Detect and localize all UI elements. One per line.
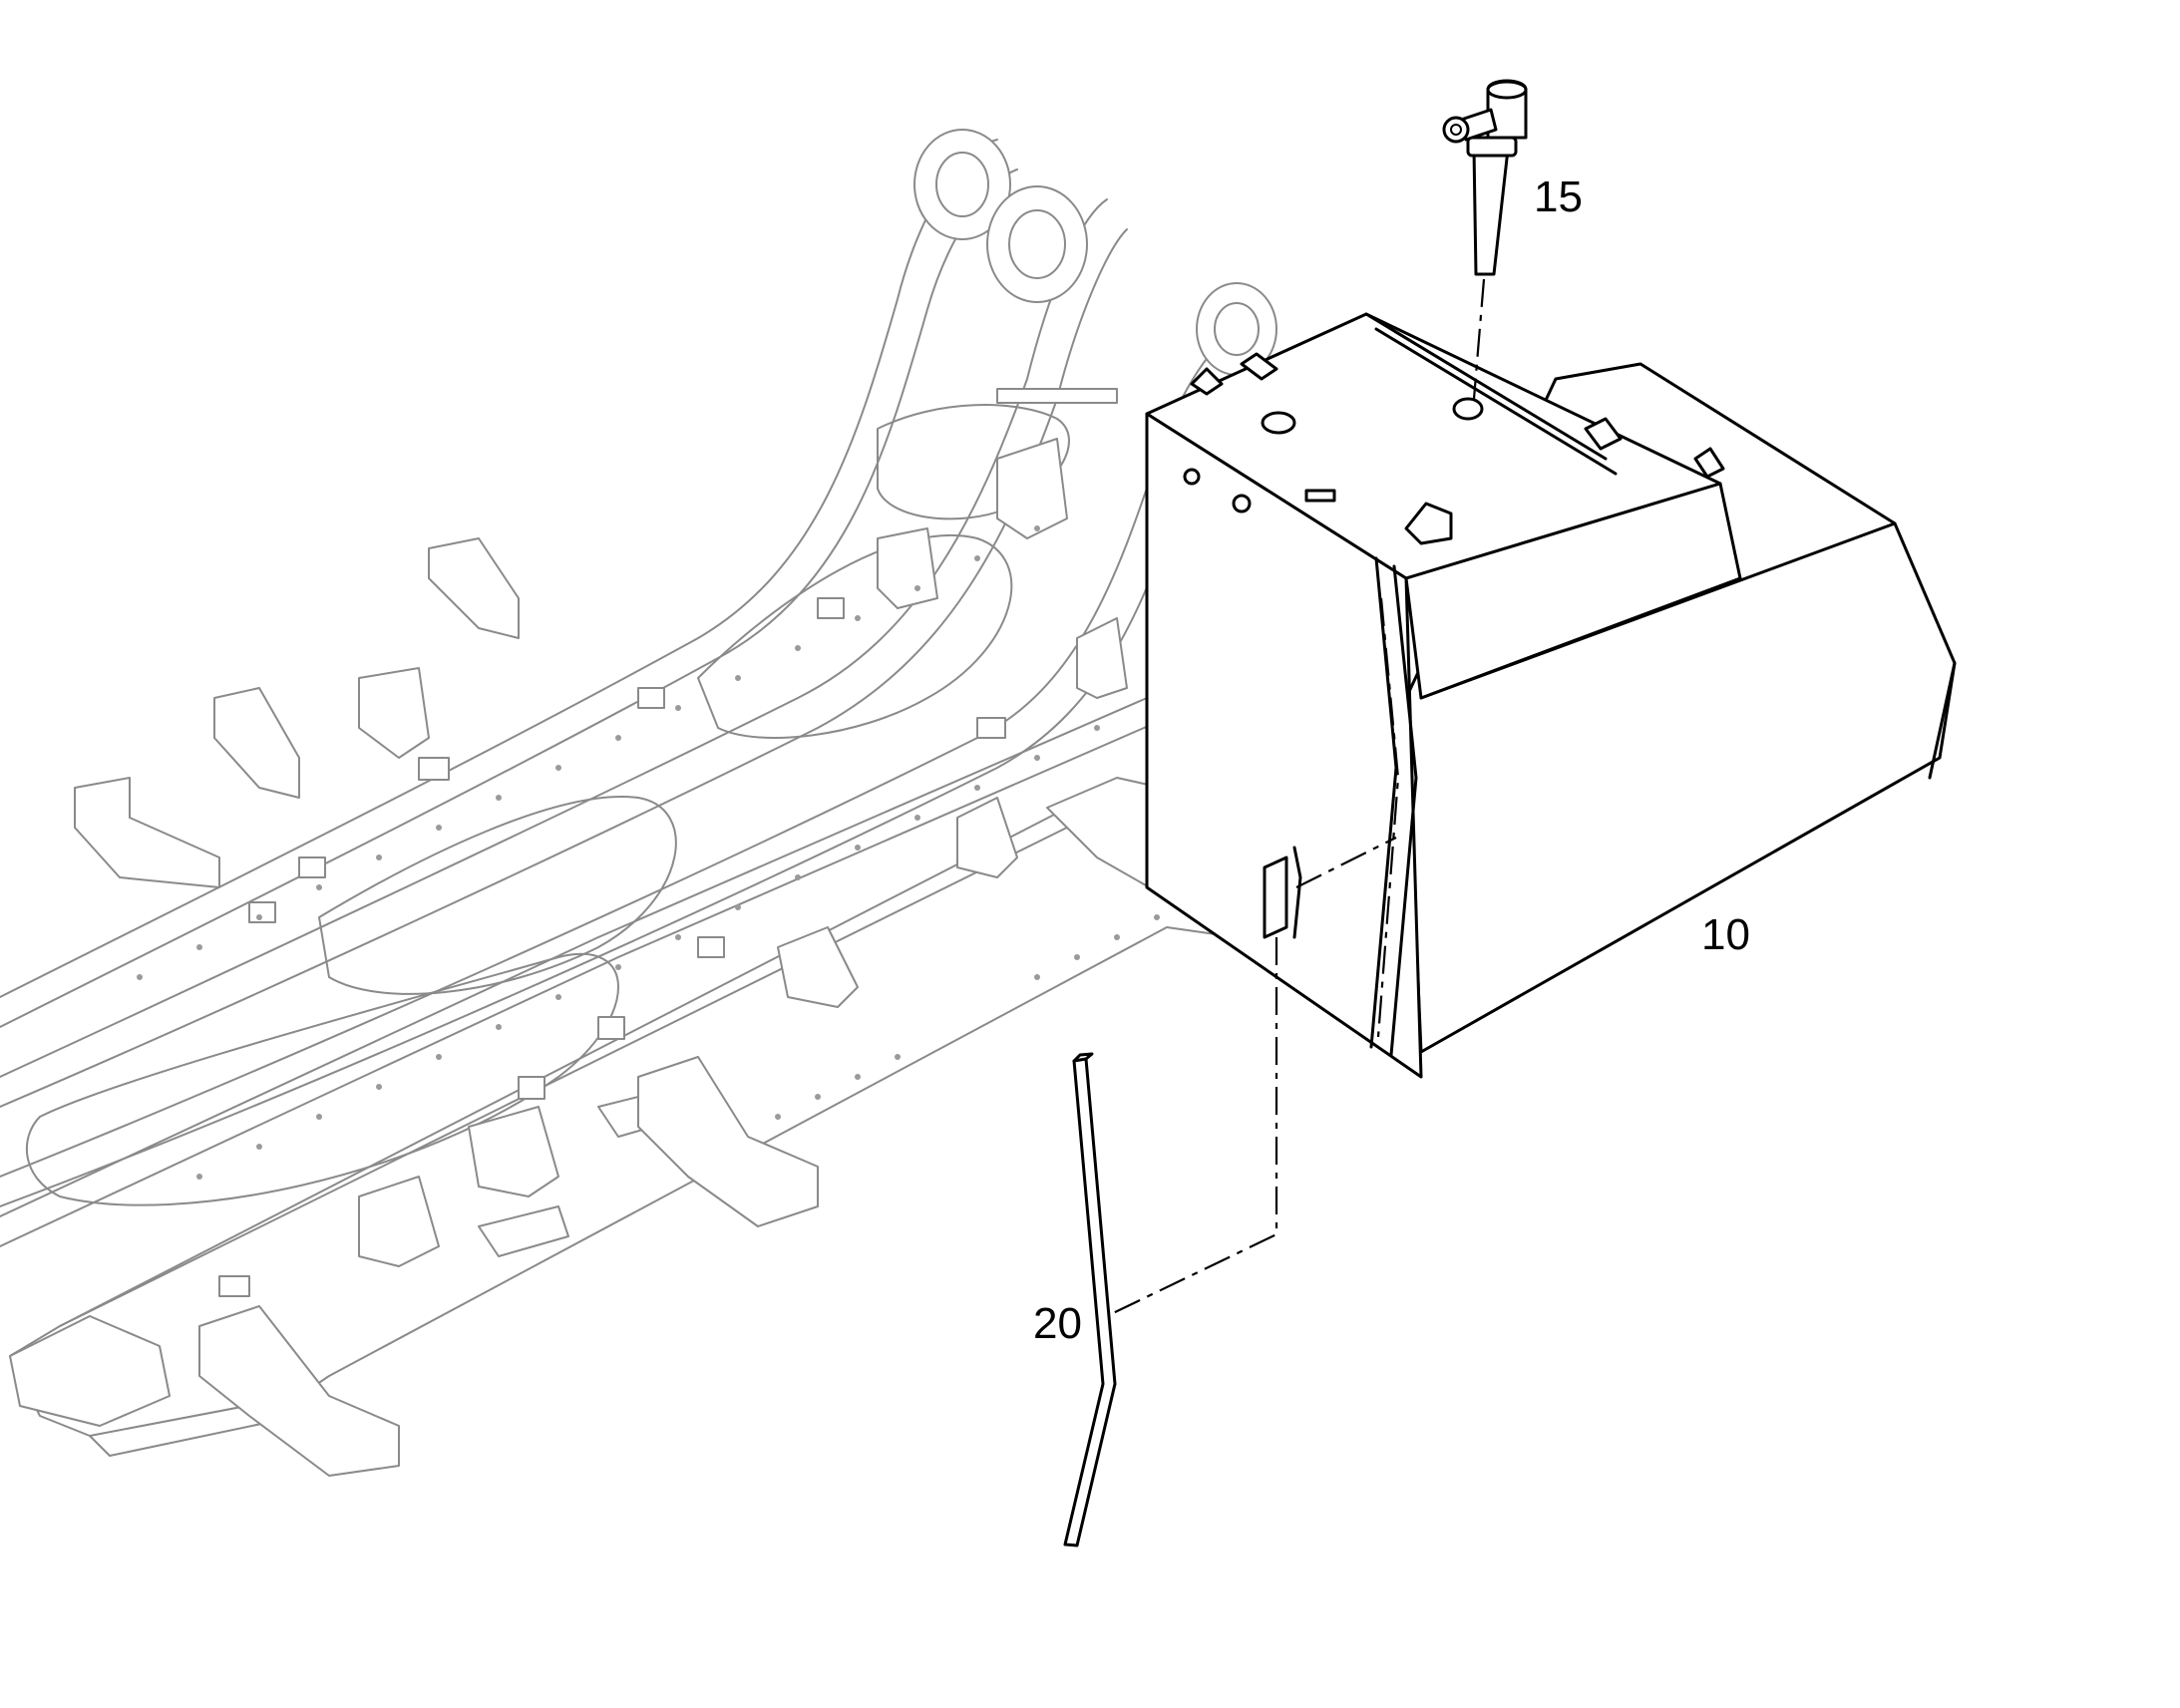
rivet-dots (137, 525, 1160, 1180)
leader-lines (1110, 837, 1397, 1315)
chassis-frame (0, 129, 1277, 1477)
callout-15: 15 (1534, 172, 1583, 221)
filter-part-15 (1442, 79, 1528, 400)
callout-10: 10 (1701, 910, 1750, 959)
callout-20: 20 (1033, 1299, 1082, 1348)
tank-top-fittings (1183, 312, 1725, 545)
strip-part-20 (1063, 1052, 1117, 1547)
tank-part-10 (1145, 312, 1957, 1079)
